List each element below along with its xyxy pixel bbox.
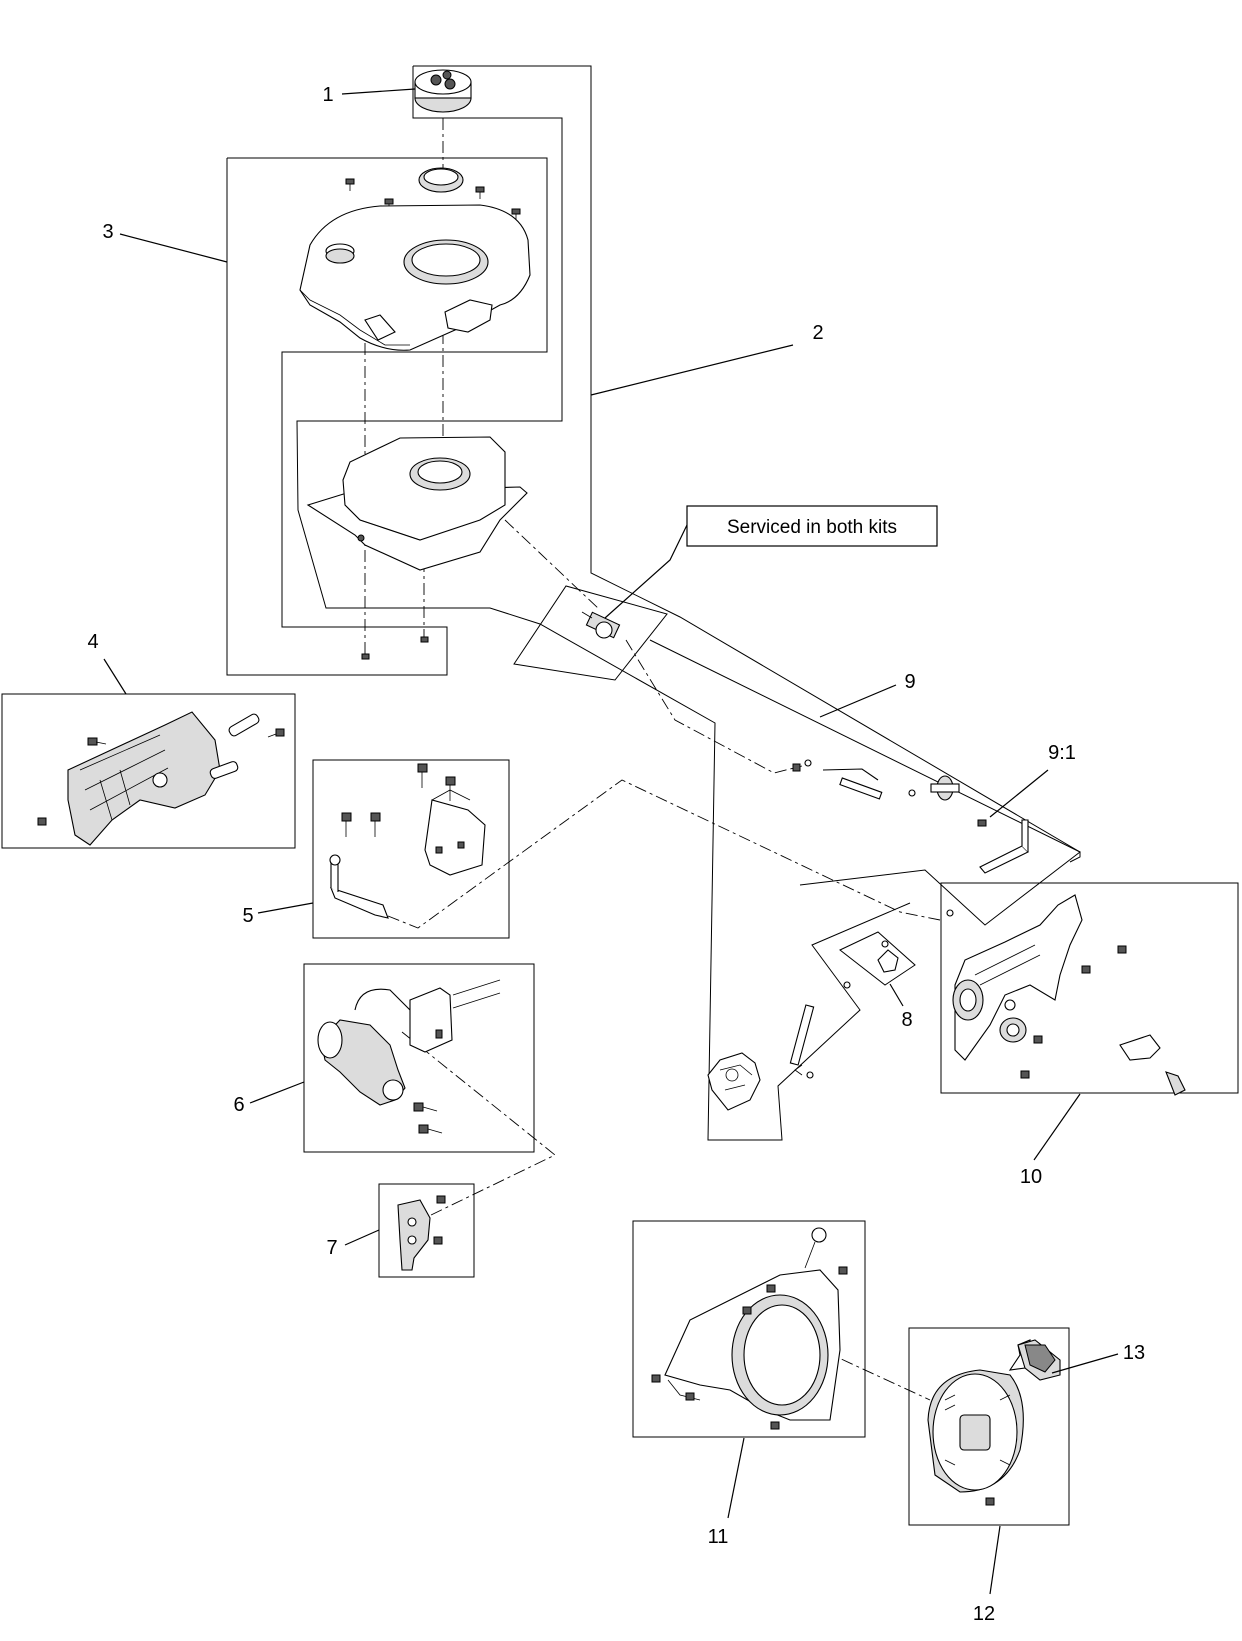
leader-5 [257, 902, 314, 914]
axis-group5 [387, 779, 941, 929]
kit-9-frame [649, 639, 1081, 926]
note-box-leader [604, 524, 688, 619]
brackets-part [329, 763, 486, 919]
callout-10: 10 [1020, 1166, 1042, 1188]
callout-5: 5 [242, 905, 253, 927]
tank-cover-part [299, 204, 531, 351]
leader-1 [341, 88, 416, 95]
recoil-starter-part [927, 1339, 1061, 1506]
callout-13: 13 [1123, 1342, 1145, 1364]
group-5-frame [312, 759, 510, 939]
starter-motor-part [317, 979, 501, 1134]
group-11-frame [632, 1220, 866, 1438]
leader-9-1 [989, 769, 1049, 818]
control-panel-part [952, 894, 1186, 1096]
leader-13 [1051, 1353, 1119, 1374]
kit-2-frame-left [296, 66, 911, 1141]
callout-3: 3 [102, 221, 113, 243]
callout-4: 4 [87, 631, 98, 653]
kit-2-frame [413, 65, 1081, 863]
group-10-frame [940, 882, 1239, 1094]
callout-2: 2 [812, 322, 823, 344]
callout-9: 9 [904, 671, 915, 693]
leader-3 [119, 233, 228, 263]
fuel-cap-part [414, 69, 472, 113]
leader-2 [590, 344, 794, 396]
leader-9 [819, 684, 897, 718]
leader-12 [989, 1525, 1001, 1595]
side-shield-part [37, 711, 285, 846]
group-6-frame [303, 963, 535, 1153]
blower-housing-part [651, 1227, 848, 1430]
fuel-tank-part [306, 436, 528, 571]
fuel-line-part [792, 759, 1029, 917]
group-12-frame [908, 1327, 1070, 1526]
leader-4 [103, 658, 127, 695]
cover-screws [345, 178, 521, 221]
shared-valve-frame [513, 585, 668, 681]
axis-fuel-valve [504, 519, 601, 611]
fuel-valve-part [581, 611, 621, 639]
gasket-ring-part [418, 167, 464, 193]
leader-7 [344, 1229, 380, 1246]
callout-1: 1 [322, 84, 333, 106]
leader-6 [249, 1081, 305, 1104]
group-4-frame [1, 693, 296, 849]
leader-10 [1033, 1093, 1081, 1161]
carburetor-part [707, 1004, 815, 1111]
fuel-valve-bracket-part [843, 940, 899, 989]
callout-12: 12 [973, 1603, 995, 1625]
mount-bracket-part [397, 1195, 446, 1271]
group-8-frame [839, 931, 916, 986]
tank-nuts [361, 636, 429, 660]
callout-9-1: 9:1 [1048, 742, 1076, 764]
callout-8: 8 [901, 1009, 912, 1031]
callout-6: 6 [233, 1094, 244, 1116]
note-box-text: Serviced in both kits [727, 517, 897, 538]
callout-11: 11 [708, 1526, 729, 1548]
callout-7: 7 [326, 1237, 337, 1259]
leader-11 [727, 1437, 745, 1519]
axis-fuel-line [625, 639, 803, 774]
leader-8 [889, 983, 904, 1007]
kit-3-frame [226, 157, 548, 676]
